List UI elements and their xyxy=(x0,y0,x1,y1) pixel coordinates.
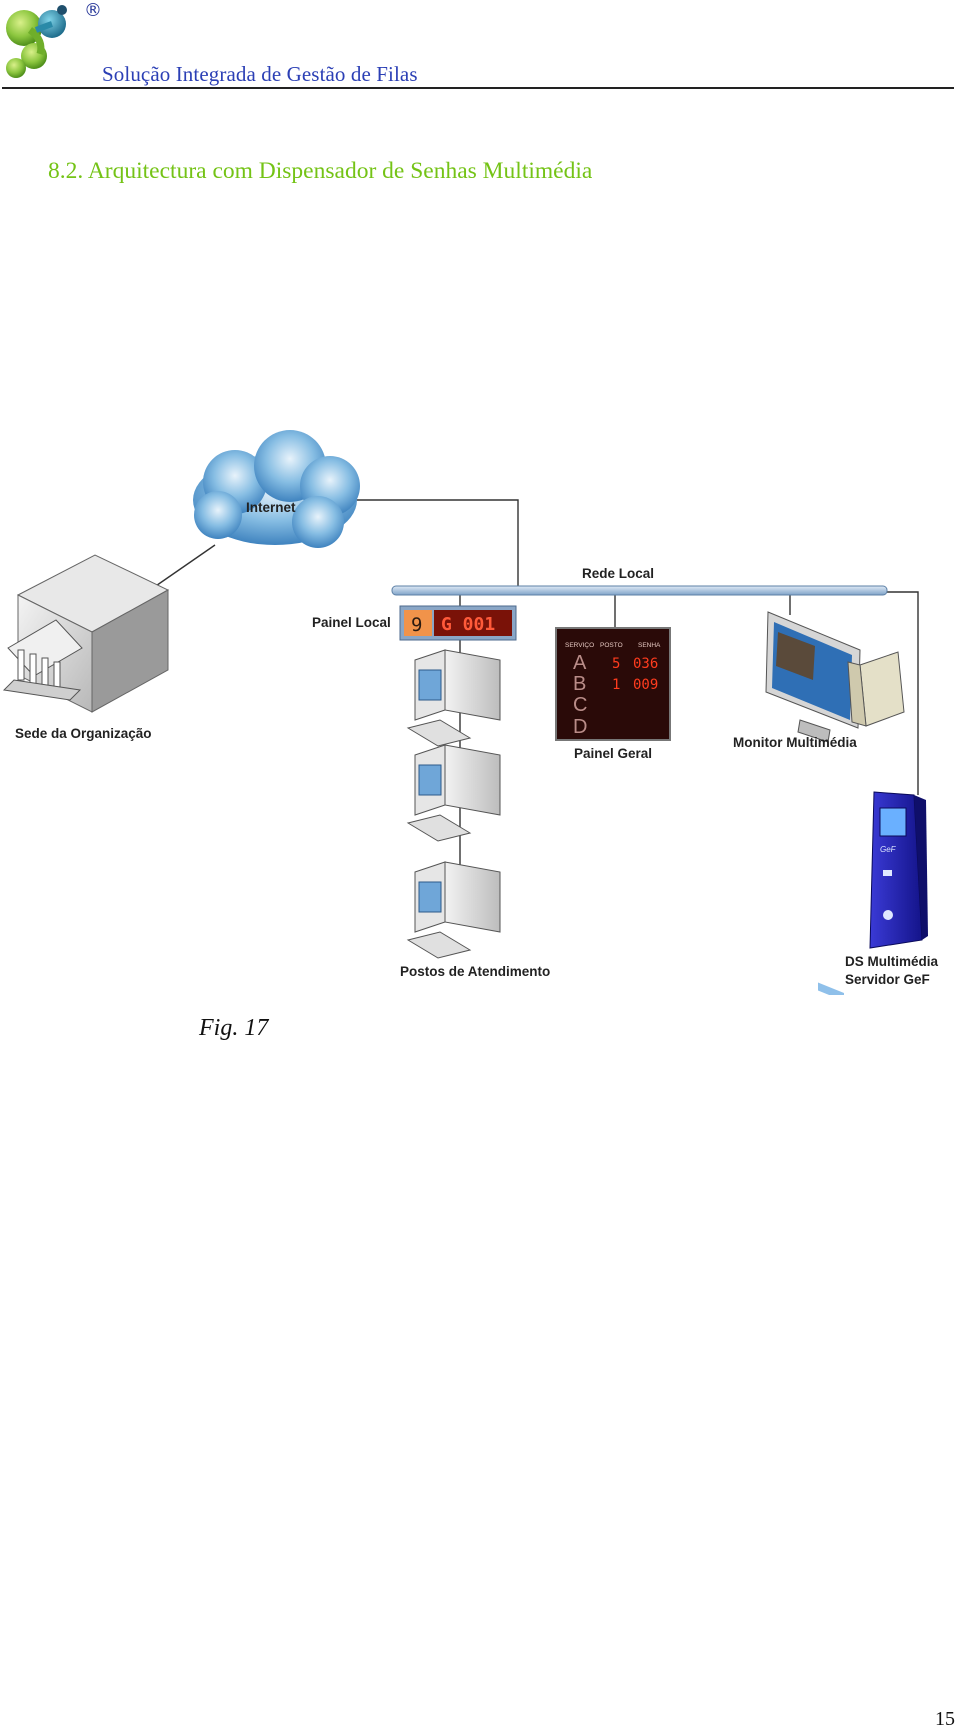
general-panel-row-service: B xyxy=(573,673,586,695)
painel-geral-label: Painel Geral xyxy=(574,746,652,761)
workstation-computer-icon xyxy=(406,649,501,747)
general-panel-row-posto: 5 xyxy=(612,656,620,672)
ds-multimedia-label: DS Multimédia xyxy=(845,954,939,969)
servidor-gef-label: Servidor GeF xyxy=(845,972,930,987)
headquarters-building-icon xyxy=(2,554,170,713)
monitor-label: Monitor Multimédia xyxy=(733,735,857,750)
internet-label: Internet xyxy=(246,500,296,515)
multimedia-monitor-icon xyxy=(765,611,905,995)
header-divider xyxy=(2,87,954,89)
architecture-diagram: Rede Local Internet Sede da Organização … xyxy=(2,430,939,995)
workstation-computer-icon xyxy=(406,861,501,959)
general-panel-row-service: A xyxy=(573,652,587,674)
general-panel-display: SERVIÇO POSTO SENHA A 5 036 B 1 009 C D xyxy=(555,627,671,741)
page-number: 15 xyxy=(935,1708,955,1730)
document-header-title: Solução Integrada de Gestão de Filas xyxy=(102,62,418,86)
registered-trademark-mark: ® xyxy=(84,0,102,21)
company-logo xyxy=(6,5,67,78)
ticket-dispenser-kiosk-icon: GeF xyxy=(869,791,928,949)
figure-caption: Fig. 17 xyxy=(199,1015,269,1041)
section-heading: 8.2. Arquitectura com Dispensador de Sen… xyxy=(48,158,593,184)
workstation-computer-icon xyxy=(406,744,501,842)
painel-local-label: Painel Local xyxy=(312,615,391,630)
general-panel-header-servico: SERVIÇO xyxy=(565,642,594,649)
general-panel-header-posto: POSTO xyxy=(600,642,623,649)
general-panel-row-service: D xyxy=(573,716,587,738)
local-panel-ticket: G 001 xyxy=(441,614,495,635)
local-network-bus xyxy=(391,585,888,596)
sede-label: Sede da Organização xyxy=(15,726,152,741)
local-panel-counter: 9 xyxy=(411,614,422,636)
rede-local-label: Rede Local xyxy=(582,566,654,581)
general-panel-row-senha: 036 xyxy=(633,656,658,672)
postos-label: Postos de Atendimento xyxy=(400,964,550,979)
internet-cloud-icon: Internet xyxy=(193,430,360,548)
general-panel-row-senha: 009 xyxy=(633,677,658,693)
general-panel-row-posto: 1 xyxy=(612,677,620,693)
general-panel-header-senha: SENHA xyxy=(638,642,661,649)
general-panel-row-service: C xyxy=(573,694,587,716)
local-panel-display: 9 G 001 xyxy=(399,605,517,641)
svg-text:GeF: GeF xyxy=(880,845,897,854)
